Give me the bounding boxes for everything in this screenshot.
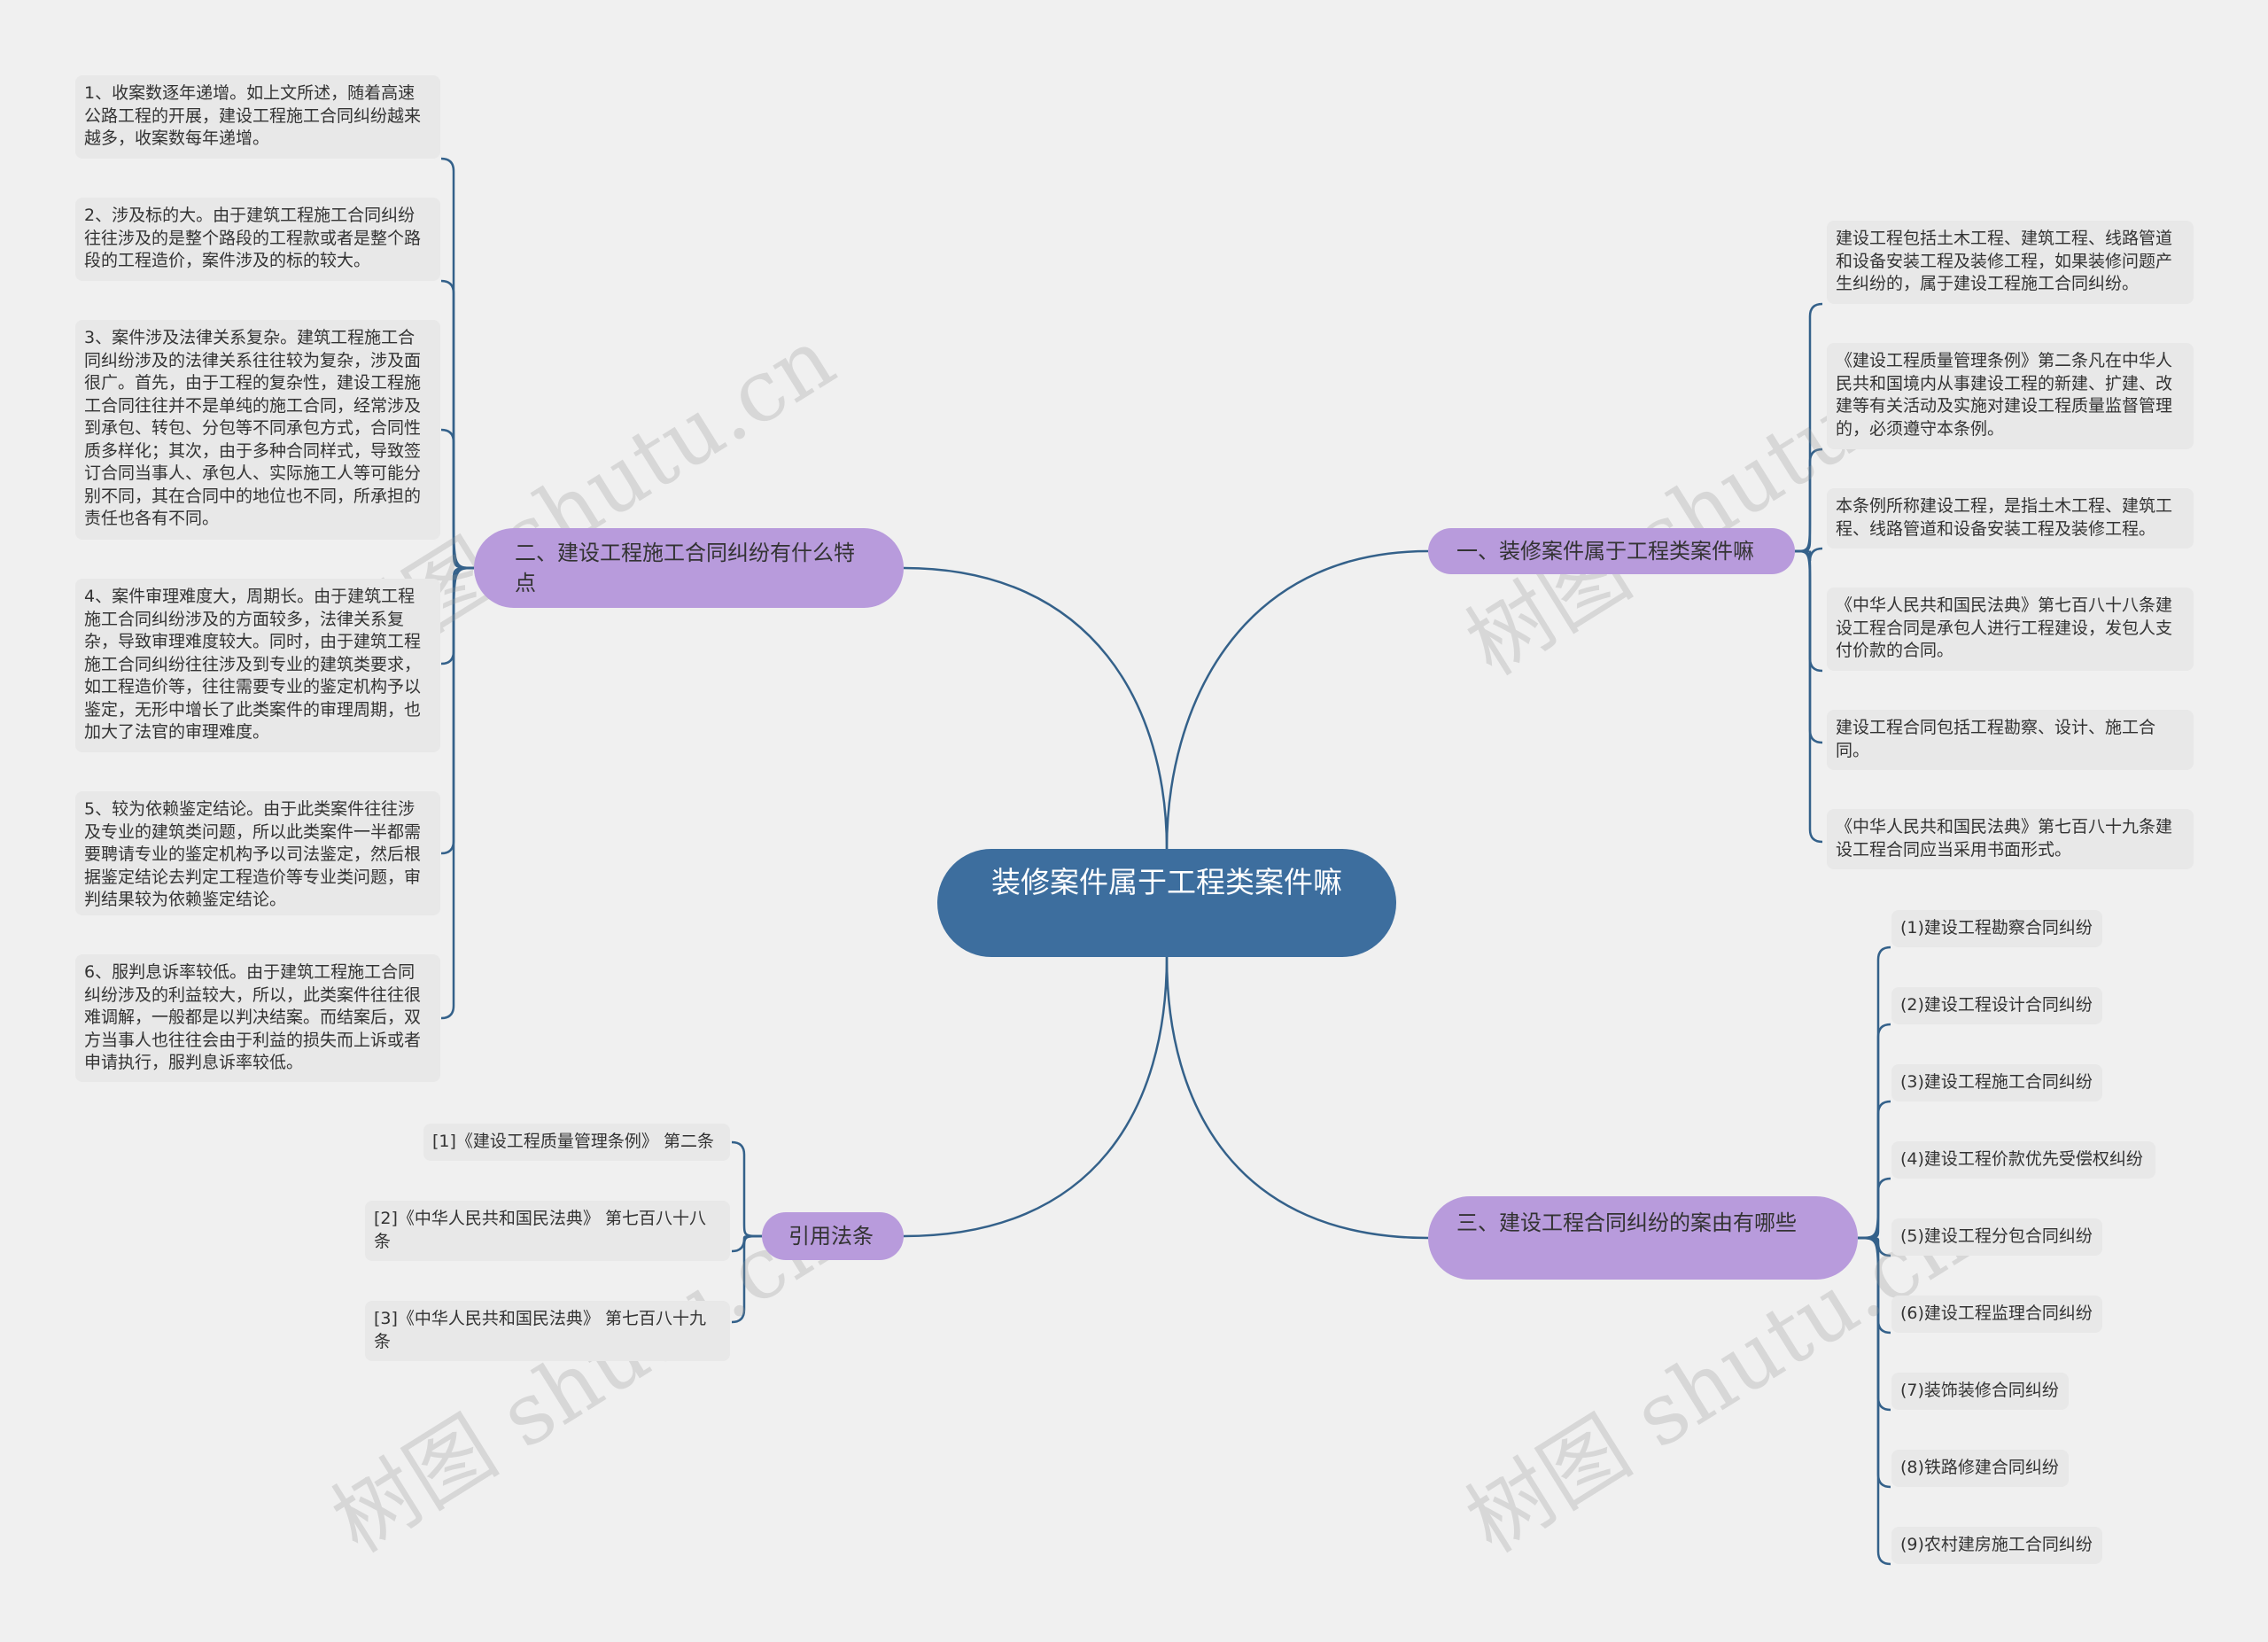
leaf-node[interactable]: 建设工程包括土木工程、建筑工程、线路管道和设备安装工程及装修工程，如果装修问题产… [1827, 221, 2194, 304]
leaf-node[interactable]: 建设工程合同包括工程勘察、设计、施工合同。 [1827, 710, 2194, 770]
branch-topic-3[interactable]: 三、建设工程合同纠纷的案由有哪些 [1428, 1196, 1858, 1280]
leaf-node[interactable]: (9)农村建房施工合同纠纷 [1891, 1527, 2102, 1564]
leaf-node[interactable]: 《中华人民共和国民法典》第七百八十九条建设工程合同应当采用书面形式。 [1827, 809, 2194, 869]
branch-1-leaf-link [1794, 549, 1823, 744]
leaf-node[interactable]: (8)铁路修建合同纠纷 [1891, 1450, 2069, 1487]
branch-topic-4[interactable]: 引用法条 [762, 1212, 904, 1260]
leaf-node[interactable]: 3、案件涉及法律关系复杂。建筑工程施工合同纠纷涉及的法律关系往往较为复杂，涉及面… [75, 320, 440, 540]
leaf-node[interactable]: 《中华人民共和国民法典》第七百八十八条建设工程合同是承包人进行工程建设，发包人支… [1827, 588, 2194, 671]
leaf-node[interactable]: 5、较为依赖鉴定结论。由于此类案件往往涉及专业的建筑类问题，所以此类案件一半都需… [75, 791, 440, 915]
leaf-node[interactable]: (2)建设工程设计合同纠纷 [1891, 987, 2102, 1024]
leaf-node[interactable]: (4)建设工程价款优先受偿权纠纷 [1891, 1141, 2155, 1179]
leaf-node[interactable]: [1]《建设工程质量管理条例》 第二条 [423, 1124, 730, 1161]
branch-3-leaf-link [1857, 1236, 1891, 1566]
leaf-node[interactable]: (3)建设工程施工合同纠纷 [1891, 1064, 2102, 1101]
leaf-node[interactable]: (5)建设工程分包合同纠纷 [1891, 1218, 2102, 1256]
leaf-node[interactable]: (6)建设工程监理合同纠纷 [1891, 1296, 2102, 1333]
branch-topic-1[interactable]: 一、装修案件属于工程类案件嘛 [1428, 528, 1795, 574]
leaf-node[interactable]: [3]《中华人民共和国民法典》 第七百八十九条 [365, 1301, 730, 1361]
leaf-node[interactable]: 4、案件审理难度大，周期长。由于建筑工程施工合同纠纷涉及的方面较多，法律关系复杂… [75, 579, 440, 752]
branch-4-leaf-link [731, 1234, 763, 1324]
branch-2-leaf-link [440, 428, 475, 570]
root-link-branch-1 [1165, 549, 1429, 850]
root-link-branch-4 [903, 956, 1169, 1238]
branch-2-leaf-link [440, 566, 475, 1020]
root-link-branch-3 [1165, 956, 1429, 1240]
branch-1-leaf-link [1794, 549, 1823, 844]
leaf-node[interactable]: 本条例所称建设工程，是指土木工程、建筑工程、线路管道和设备安装工程及装修工程。 [1827, 488, 2194, 549]
branch-topic-2[interactable]: 二、建设工程施工合同纠纷有什么特点 [474, 528, 904, 608]
root-topic[interactable]: 装修案件属于工程类案件嘛 [937, 849, 1396, 957]
leaf-node[interactable]: 2、涉及标的大。由于建筑工程施工合同纠纷往往涉及的是整个路段的工程款或者是整个路… [75, 198, 440, 281]
leaf-node[interactable]: 6、服判息诉率较低。由于建筑工程施工合同纠纷涉及的利益较大，所以，此类案件往往很… [75, 954, 440, 1082]
leaf-node[interactable]: (1)建设工程勘察合同纠纷 [1891, 910, 2102, 947]
leaf-node[interactable]: 《建设工程质量管理条例》第二条凡在中华人民共和国境内从事建设工程的新建、扩建、改… [1827, 343, 2194, 449]
leaf-node[interactable]: 1、收案数逐年递增。如上文所述，随着高速公路工程的开展，建设工程施工合同纠纷越来… [75, 75, 440, 159]
leaf-node[interactable]: [2]《中华人民共和国民法典》 第七百八十八条 [365, 1201, 730, 1261]
leaf-node[interactable]: (7)装饰装修合同纠纷 [1891, 1373, 2069, 1410]
root-link-branch-2 [903, 566, 1169, 850]
